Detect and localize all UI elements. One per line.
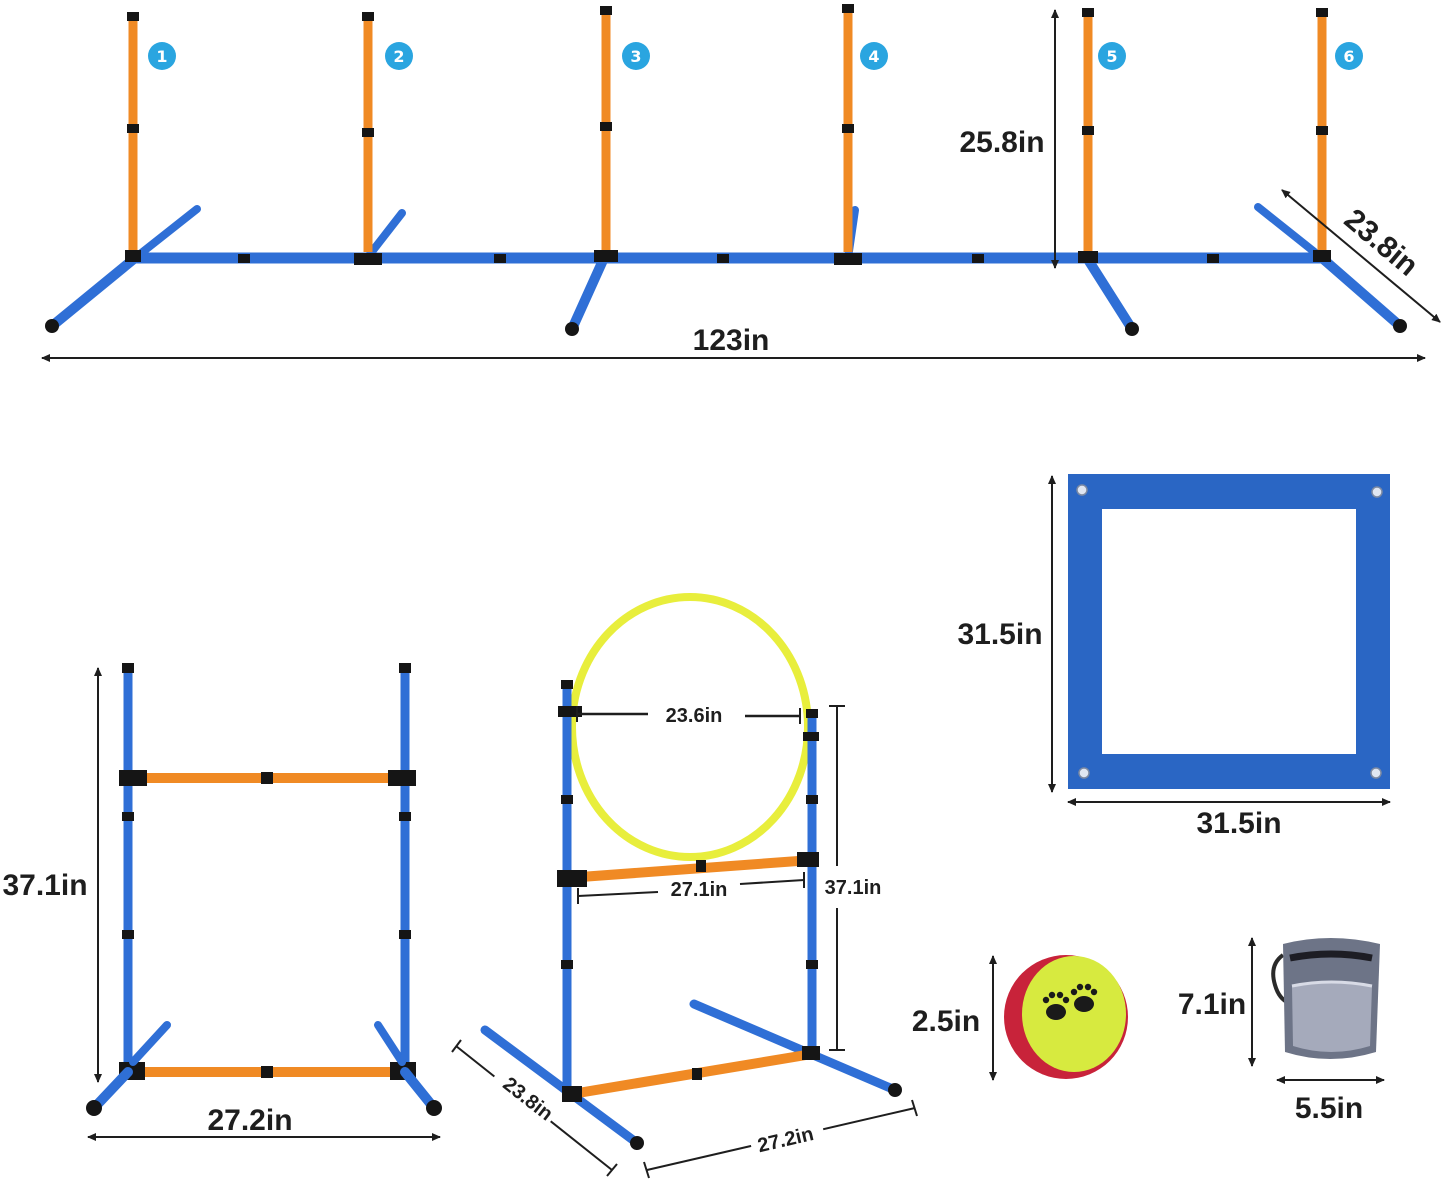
pouch-height-label: 7.1in [1178, 988, 1246, 1021]
weave-base-joints [238, 254, 1219, 263]
weave-depth-label: 23.8in [1338, 203, 1424, 283]
grommet-icons [1076, 484, 1383, 779]
weave-pole [834, 4, 862, 265]
svg-text:4: 4 [868, 47, 879, 66]
svg-text:2: 2 [393, 47, 404, 66]
hoop-bar-width-label: 27.1in [671, 879, 728, 901]
weave-pole [125, 12, 141, 262]
hoop-bar-width-arrow [577, 891, 659, 897]
weave-depth-arrow [1281, 189, 1441, 323]
pole-number-badge: 2 [385, 42, 413, 70]
weave-poles-set: 1 2 3 4 5 6 25.8in [41, 4, 1441, 362]
treat-pouch: 7.1in 5.5in [1178, 937, 1385, 1125]
pause-box-width-label: 31.5in [1196, 807, 1281, 840]
pole-number-badge: 4 [860, 42, 888, 70]
pouch-width-label: 5.5in [1295, 1092, 1363, 1125]
hoop-jump-bar [566, 855, 813, 883]
ball-size-label: 2.5in [912, 1005, 980, 1038]
weave-feet [45, 203, 1407, 336]
pole-number-badge: 1 [148, 42, 176, 70]
weave-badges: 1 2 3 4 5 6 [148, 42, 1363, 70]
weave-poles [125, 4, 1331, 265]
svg-text:6: 6 [1343, 47, 1354, 66]
pole-number-badge: 5 [1098, 42, 1126, 70]
pouch-clip [1271, 953, 1290, 1005]
pause-box-panel: 31.5in 31.5in [957, 474, 1391, 840]
pause-box-frame [1068, 474, 1390, 789]
hoop-height-label: 37.1in [825, 877, 882, 899]
ball-felt [1022, 956, 1126, 1072]
weave-height-label: 25.8in [959, 126, 1044, 159]
pouch-zipper [1289, 950, 1373, 962]
pouch-mesh-pocket [1292, 982, 1372, 1052]
weave-pole [1078, 8, 1098, 263]
svg-text:1: 1 [156, 47, 167, 66]
pole-number-badge: 3 [622, 42, 650, 70]
hurdle-width-label: 27.2in [207, 1104, 292, 1137]
weave-pole [354, 12, 382, 265]
paw-print-icon [1042, 983, 1098, 1020]
hoop-jump: 23.6in 27.1in 37.1in 23.8in 27.2in [451, 593, 918, 1179]
hoop-diameter-label: 23.6in [666, 705, 723, 727]
pole-number-badge: 6 [1335, 42, 1363, 70]
svg-text:3: 3 [630, 47, 641, 66]
hurdle-jump: 37.1in 27.2in [2, 663, 442, 1141]
tennis-ball: 2.5in [912, 955, 1128, 1081]
svg-text:5: 5 [1106, 47, 1117, 66]
hurdle-height-label: 37.1in [2, 869, 87, 902]
pause-box-height-label: 31.5in [957, 618, 1042, 651]
weave-length-label: 123in [693, 324, 770, 357]
hoop-ring [568, 593, 812, 861]
weave-pole [594, 6, 618, 262]
